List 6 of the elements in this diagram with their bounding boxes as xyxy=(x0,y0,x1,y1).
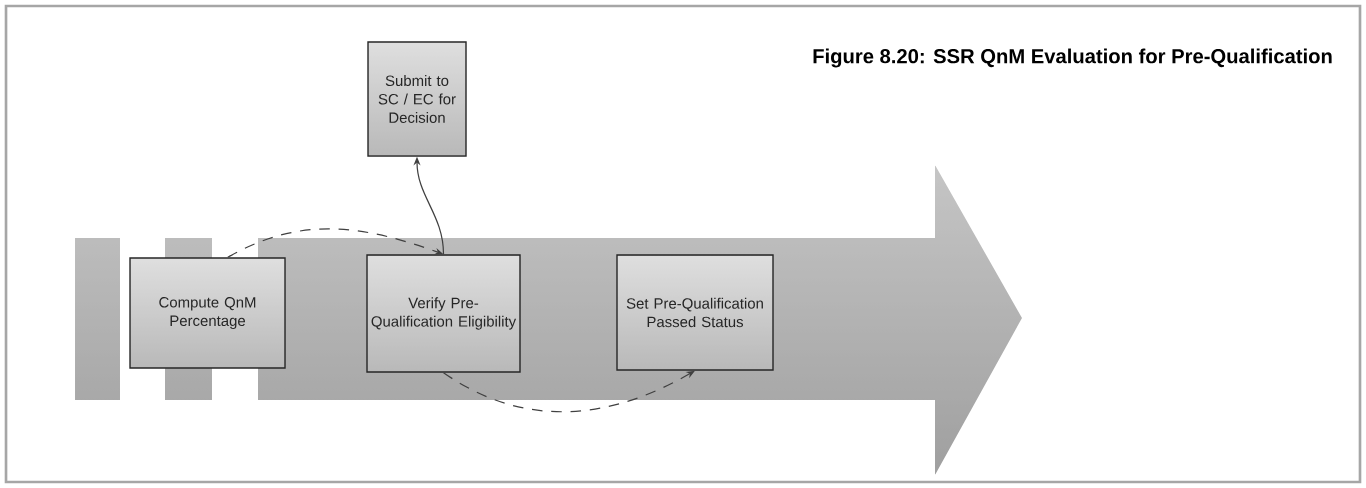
arrow xyxy=(442,370,695,413)
figure-title: Figure 8.20: SSR QnM Evaluation for Pre-Qualification xyxy=(813,48,1332,68)
process-box: Submit to SC / EC for Decision xyxy=(367,41,467,157)
process-box: Compute QnM Percentage xyxy=(129,257,286,369)
process-box: Set Pre-Qualification Passed Status xyxy=(616,254,774,371)
process-box: Verify Pre-Qualification Eligibility xyxy=(366,254,521,373)
